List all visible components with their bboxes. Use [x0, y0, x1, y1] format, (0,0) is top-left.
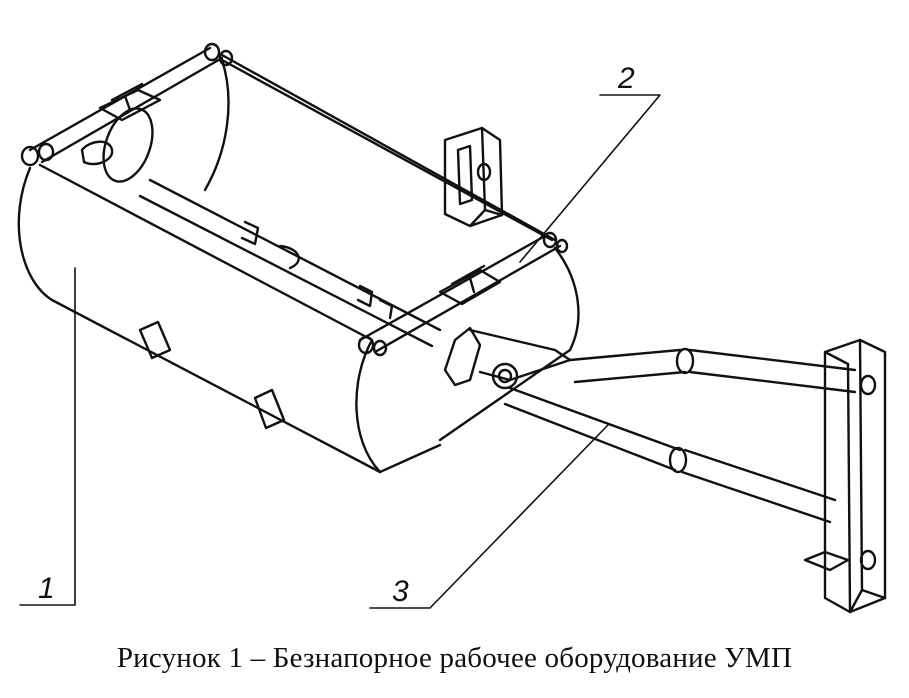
drum-body: [17, 58, 580, 474]
callout-label-3: 3: [392, 575, 409, 608]
callout-leaders: [19, 94, 661, 609]
callout-label-2: 2: [617, 62, 635, 95]
drum-tabs: [138, 320, 286, 430]
left-hinge-assembly: [80, 82, 162, 183]
corner-pins: [20, 42, 569, 357]
rear-mounting-bracket: [443, 126, 504, 228]
right-hinge-assembly: [438, 264, 572, 390]
equipment-drawing: 1 2 3: [17, 42, 887, 614]
main-mounting-bracket: [803, 338, 887, 614]
inner-shaft: [138, 178, 442, 348]
callout-label-1: 1: [38, 572, 55, 605]
figure-caption: Рисунок 1 – Безнапорное рабочее оборудов…: [116, 642, 793, 674]
hydraulic-boom-arm: [503, 347, 857, 524]
